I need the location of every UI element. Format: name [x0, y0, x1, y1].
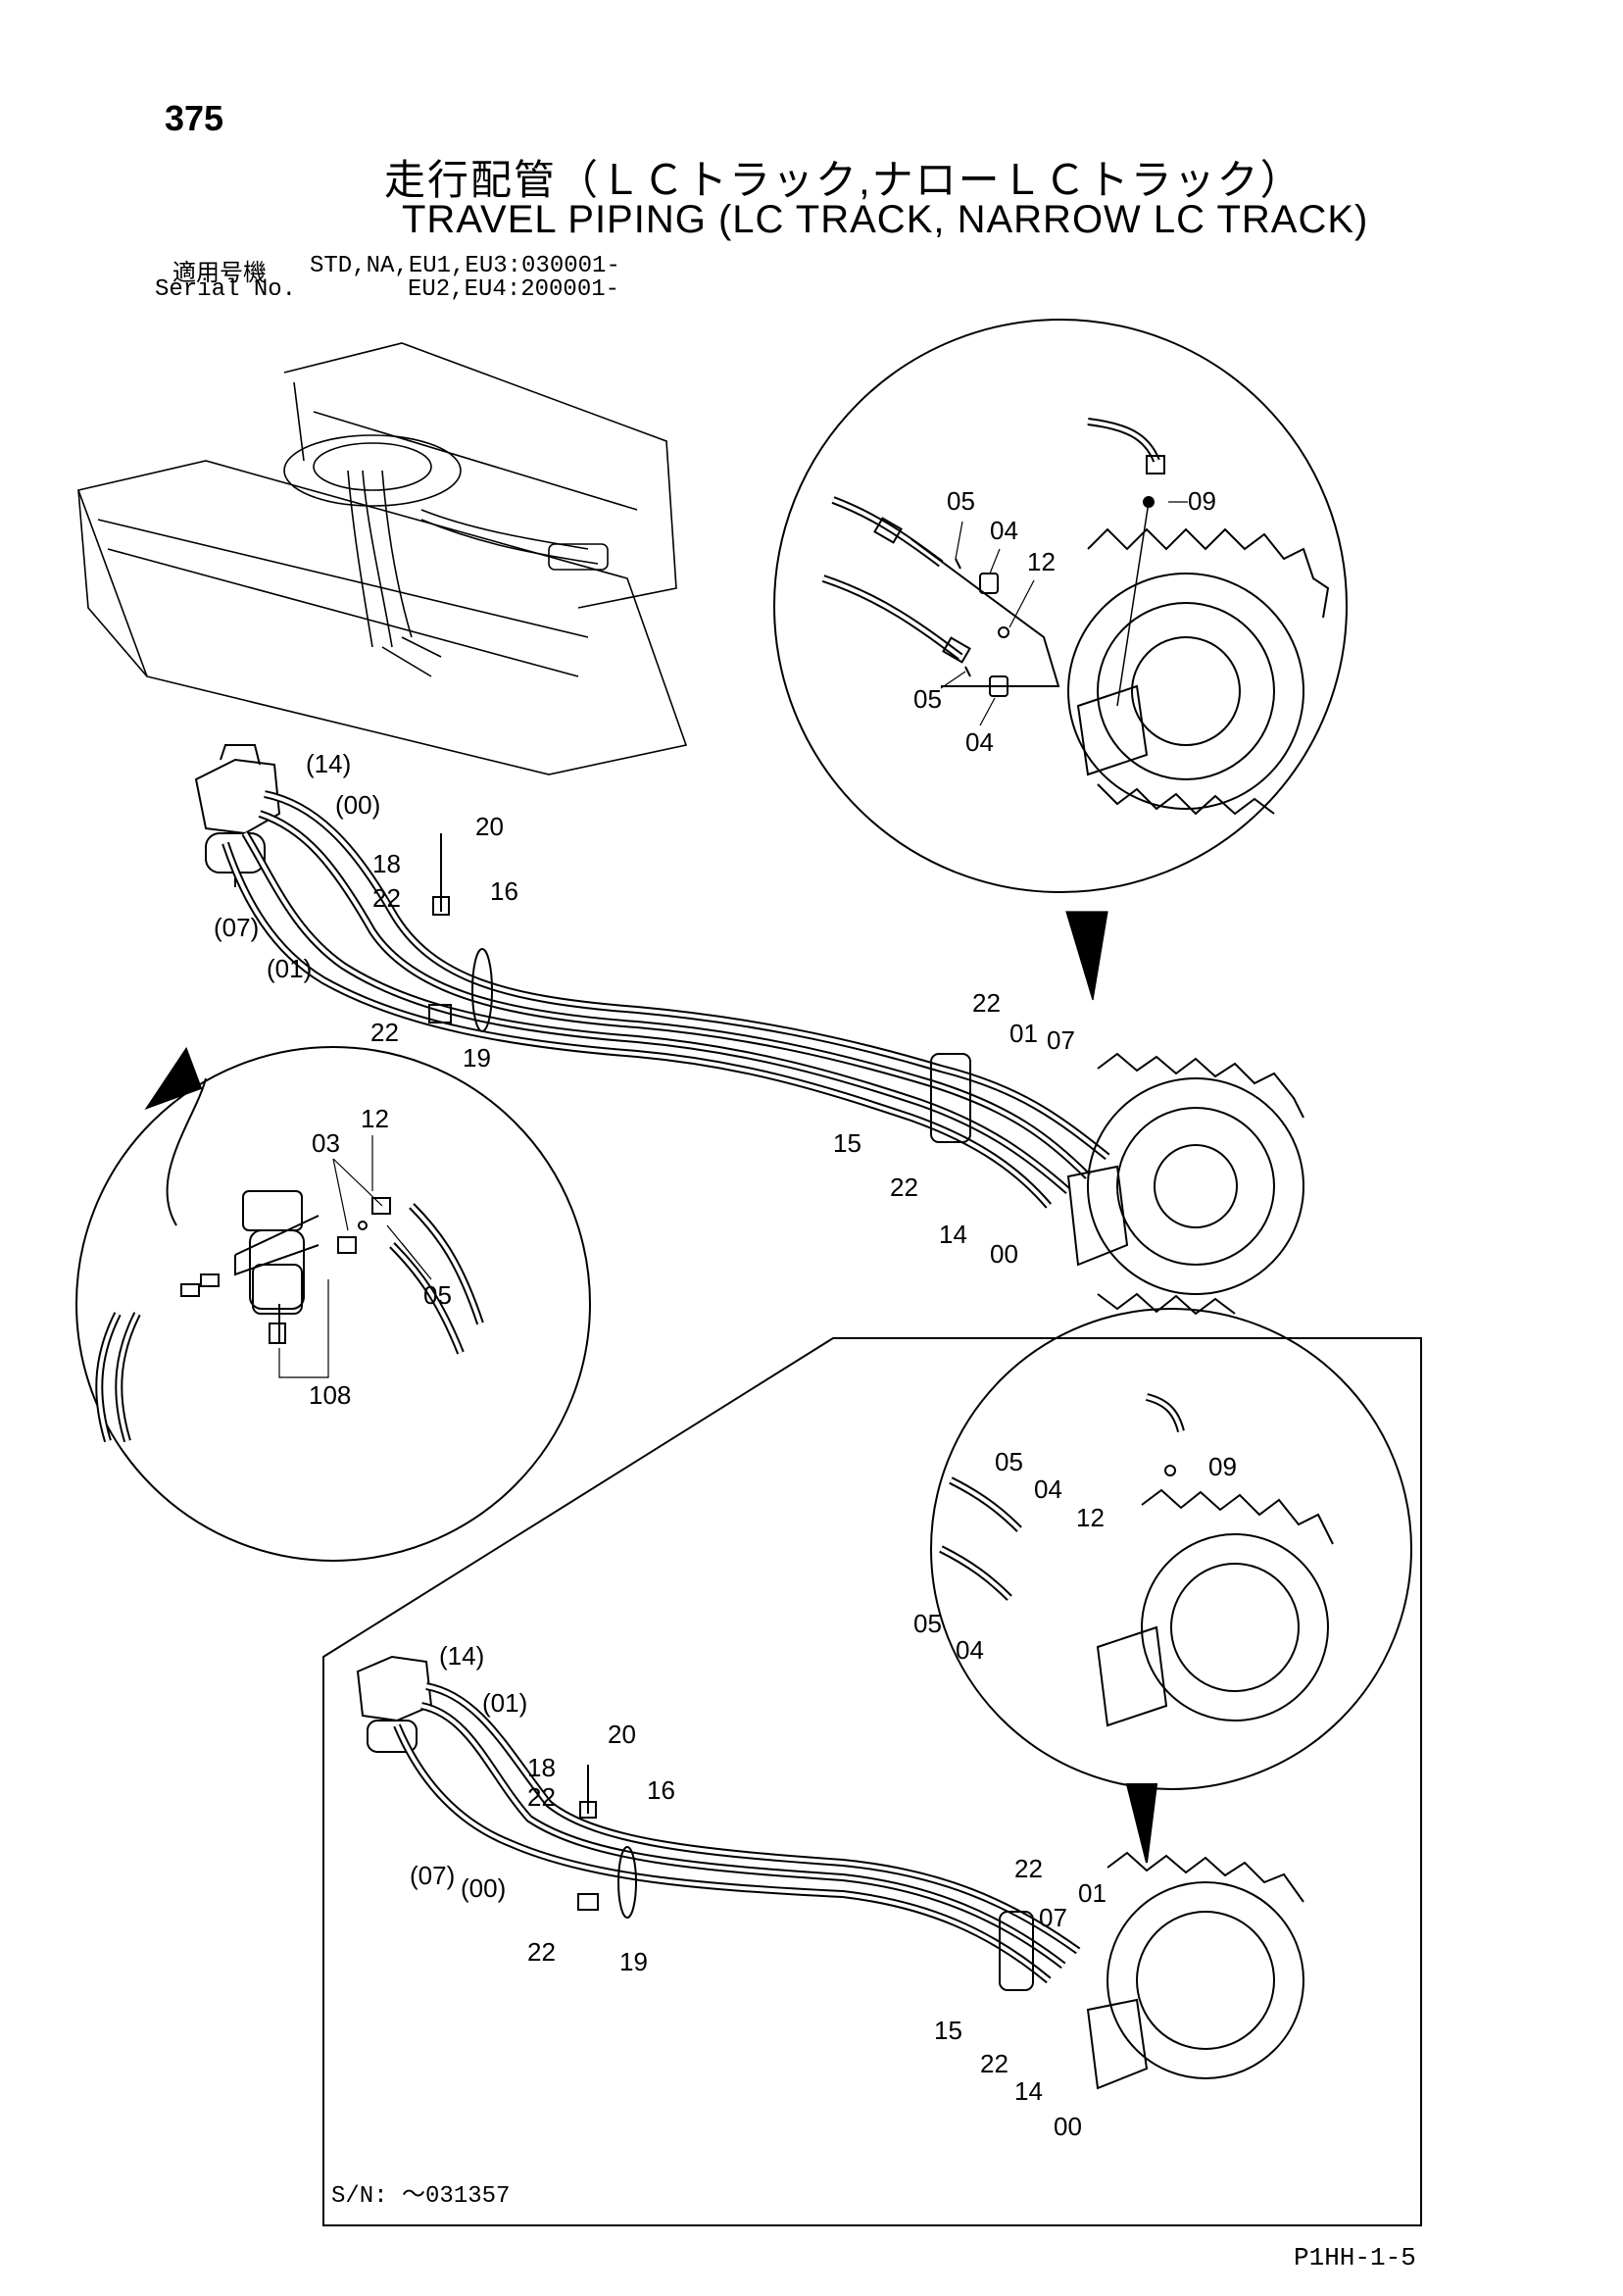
serial-range-line-2: EU2,EU4:200001-: [408, 276, 620, 303]
lower-callout-04-bottom: 04: [956, 1635, 984, 1665]
callout-16: 16: [490, 876, 518, 906]
lower-callout-00-parenthesized: (00): [461, 1873, 506, 1903]
callout-12-left: 12: [361, 1104, 389, 1133]
callout-22-right-lower: 22: [890, 1173, 918, 1202]
lower-callout-00: 00: [1054, 2112, 1082, 2141]
callout-01-right: 01: [1009, 1019, 1038, 1048]
lower-callout-14: 14: [1014, 2076, 1043, 2106]
inset-top-leaders: [940, 501, 1188, 1001]
callout-22-lower: 22: [370, 1018, 399, 1047]
lower-callout-18: 18: [527, 1753, 556, 1782]
page-title-english: TRAVEL PIPING (LC TRACK, NARROW LC TRACK…: [402, 198, 1369, 241]
lower-callout-22-upper: 22: [527, 1782, 556, 1812]
lower-callout-12: 12: [1076, 1503, 1105, 1532]
lower-callout-22-right-lower: 22: [980, 2049, 1008, 2078]
callout-07-right: 07: [1047, 1025, 1075, 1055]
callout-20: 20: [475, 812, 504, 841]
page-number: 375: [165, 98, 224, 138]
callout-00-parenthesized: (00): [335, 790, 380, 820]
inset-left-leaders: [278, 1135, 432, 1378]
callout-05-left: 05: [423, 1280, 452, 1310]
inset-left-labels: 03 12 05 108: [309, 1104, 452, 1410]
callout-18: 18: [372, 849, 401, 878]
undercarriage-overview-illustration: [76, 342, 688, 775]
lower-callout-19: 19: [619, 1947, 648, 1976]
lower-callout-07-right: 07: [1039, 1903, 1067, 1932]
callout-04-bottom: 04: [965, 727, 994, 757]
lower-callout-15: 15: [934, 2016, 962, 2045]
callout-05-top: 05: [947, 486, 975, 516]
callout-00: 00: [990, 1239, 1018, 1269]
lower-callout-05-bottom: 05: [913, 1609, 942, 1638]
callout-15: 15: [833, 1128, 861, 1158]
inset-swivel-joint-detail-left: [75, 1046, 591, 1562]
callout-108: 108: [309, 1380, 351, 1410]
callout-05-bottom: 05: [913, 684, 942, 714]
inset-travel-motor-detail-top: [773, 319, 1348, 893]
lower-view-labels: (14) (01) 20 18 22 16 (07) (00) 22 19 22…: [410, 1641, 1107, 2141]
callout-14-parenthesized: (14): [306, 749, 351, 778]
callout-19: 19: [463, 1043, 491, 1073]
lower-callout-20: 20: [608, 1720, 636, 1749]
main-piping-view: [194, 744, 1304, 1316]
lower-callout-04-top: 04: [1034, 1474, 1062, 1504]
callout-22-upper: 22: [372, 883, 401, 913]
callout-12: 12: [1027, 547, 1056, 576]
callout-04-top: 04: [990, 516, 1018, 545]
callout-07-parenthesized: (07): [214, 913, 259, 942]
lower-callout-22-lower: 22: [527, 1937, 556, 1967]
lower-callout-16: 16: [647, 1775, 675, 1805]
lower-callout-09: 09: [1208, 1452, 1237, 1481]
serial-label-english: Serial No.: [155, 276, 297, 303]
callout-22-right-upper: 22: [972, 988, 1001, 1018]
inset-top-labels: 05 04 12 09 05 04: [913, 486, 1216, 757]
callout-01-parenthesized: (01): [267, 954, 312, 983]
lower-callout-07-parenthesized: (07): [410, 1861, 455, 1890]
lower-callout-14-parenthesized: (14): [439, 1641, 484, 1671]
lower-callout-01-parenthesized: (01): [482, 1688, 527, 1718]
lower-callout-05-top: 05: [995, 1447, 1023, 1476]
page-title-japanese: 走行配管（ＬＣトラック,ナローＬＣトラック）: [384, 157, 1303, 203]
page-code: P1HH-1-5: [1294, 2243, 1416, 2272]
main-view-labels: (14) (00) 20 18 22 16 (07) (01) 22 19 22…: [214, 749, 1075, 1269]
callout-14: 14: [939, 1220, 967, 1249]
lower-callout-01-right: 01: [1078, 1878, 1107, 1908]
lower-inset-labels: 05 04 12 09 05 04: [913, 1447, 1237, 1665]
serial-range-line-1: STD,NA,EU1,EU3:030001-: [310, 253, 620, 279]
callout-03: 03: [312, 1128, 340, 1158]
serial-number-range: S/N: ～031357: [331, 2183, 511, 2210]
serial-label-japanese: 適用号機: [172, 262, 267, 288]
callout-09: 09: [1188, 486, 1216, 516]
lower-callout-22-right-upper: 22: [1014, 1854, 1043, 1883]
lower-variant-frame: [322, 1308, 1422, 2226]
